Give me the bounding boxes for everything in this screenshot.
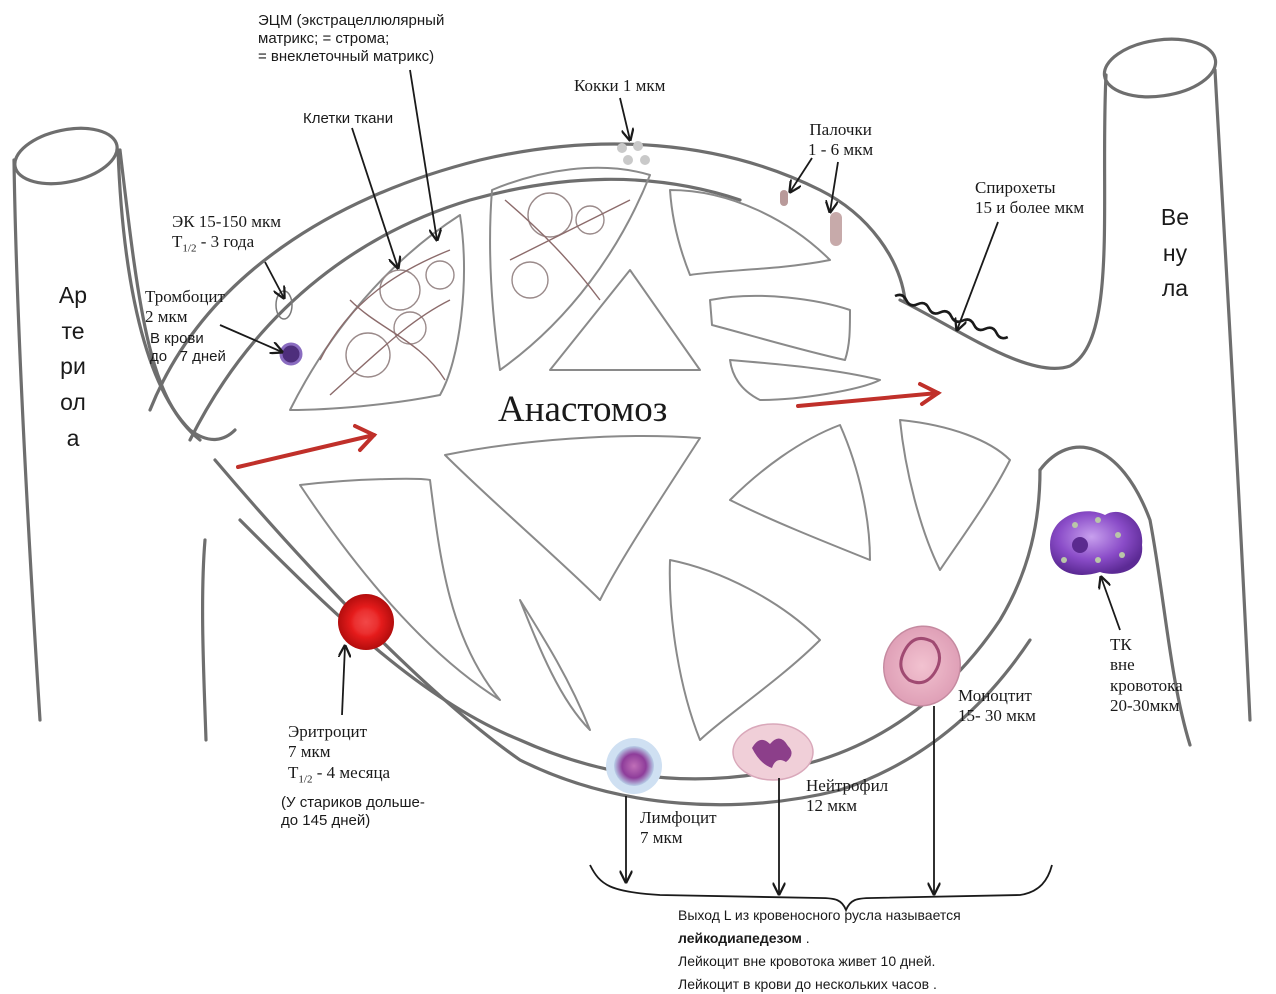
tissue-cells-label: Клетки ткани <box>303 110 393 128</box>
neutrophil-label: Нейтрофил 12 мкм <box>806 776 888 817</box>
anastomosis-title: Анастомоз <box>498 388 667 431</box>
erythrocyte-elderly-note: (У стариков дольше- до 145 дней) <box>281 794 425 830</box>
platelet-label: Тромбоцит 2 мкм <box>145 287 225 328</box>
lymphocyte-cell <box>606 738 662 794</box>
erythrocyte-cell <box>338 594 394 650</box>
lymphocyte-label: Лимфоцит 7 мкм <box>640 808 717 849</box>
cocci-label: Кокки 1 мкм <box>574 76 665 96</box>
erythrocyte-label: Эритроцит 7 мкм T1/2 - 4 месяца <box>288 722 390 786</box>
tissue-macrophage-cell <box>1050 511 1142 575</box>
platelet <box>281 344 301 364</box>
tissue-macrophage-label: ТК вне кровотока 20-30мкм <box>1110 635 1183 717</box>
anastomosis-outline <box>150 144 1040 805</box>
monocyte-cell <box>873 615 972 716</box>
monocyte-label: Моноцтит 15- 30 мкм <box>958 686 1036 727</box>
spirochetes-label: Спирохеты 15 и более мкм <box>975 178 1084 219</box>
venule-label: Венула <box>1160 200 1190 307</box>
platelet-lifespan-label: В крови до 7 дней <box>150 330 226 366</box>
spirochete <box>894 293 1009 340</box>
venule-vessel <box>900 32 1250 745</box>
ecm-label: ЭЦМ (экстрацеллюлярный матрикс; = строма… <box>258 12 444 66</box>
leukodiapedesis-note: Выход L из кровеносного русла называется… <box>678 904 961 994</box>
neutrophil-cell <box>733 724 813 780</box>
tissue-cells-and-fibers <box>320 193 630 395</box>
bacilli-label: Палочки 1 - 6 мкм <box>808 120 873 161</box>
endothelial-label: ЭК 15-150 мкм T1/2 - 3 года <box>172 212 281 256</box>
arteriole-label: Артериола <box>58 278 88 456</box>
